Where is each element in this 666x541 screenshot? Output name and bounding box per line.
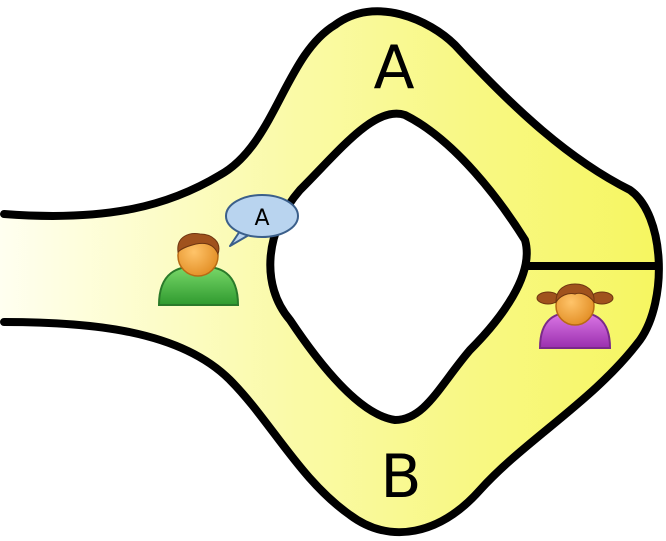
- cave-tunnel: [0, 11, 659, 533]
- cave-outer-top-wall: [0, 7, 663, 537]
- man-person-icon: [157, 233, 240, 306]
- path-label-bottom: B: [380, 442, 421, 512]
- cave-inner-wall: [266, 109, 531, 424]
- woman-person-icon: [536, 283, 614, 349]
- speech-bubble-label: A: [254, 206, 269, 231]
- path-label-top: A: [373, 33, 414, 103]
- speech-bubble-icon: A: [225, 194, 299, 247]
